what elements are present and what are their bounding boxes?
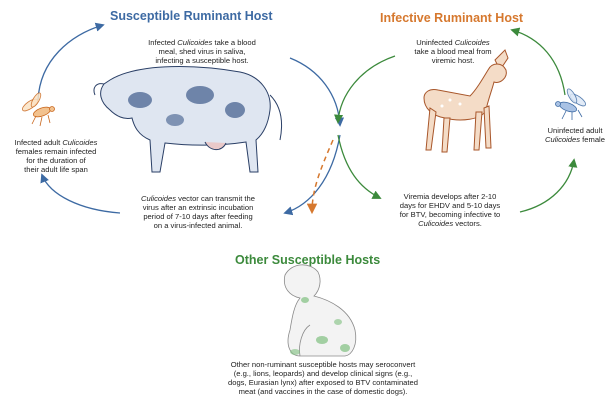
midge-icon-infected: [21, 92, 55, 126]
arrow-green-center-down: [338, 135, 380, 198]
arrow-green-bottom-right: [520, 160, 574, 212]
arrow-blue-top-left: [38, 25, 103, 100]
cow-illustration: [94, 67, 282, 172]
arrow-blue-cow-to-center: [290, 58, 340, 125]
dog-illustration: [284, 265, 355, 356]
arrow-green-deer-to-center: [338, 56, 395, 122]
arrow-green-top-right: [512, 30, 565, 95]
arrow-orange-dashed: [312, 140, 333, 212]
deer-illustration: [424, 50, 508, 152]
arrow-blue-bottom-left: [42, 175, 120, 213]
midge-icon-uninfected: [556, 88, 588, 120]
